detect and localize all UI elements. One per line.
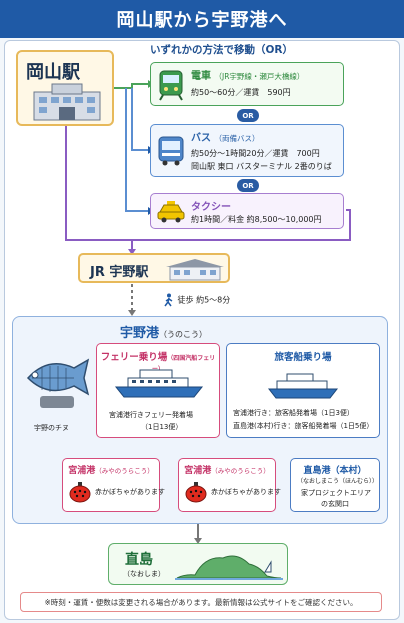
uno-port-title: 宇野港（うのこう）: [120, 326, 208, 341]
train-title: 電車 （JR宇野線・瀬戸大橋線）: [191, 71, 305, 82]
ship-icon: [114, 369, 204, 398]
train-option-card: 電車 （JR宇野線・瀬戸大橋線） 約50～60分／運賃 590円: [150, 62, 344, 106]
ship-icon: [267, 373, 339, 399]
or-badge-2: OR: [237, 179, 259, 192]
naoshima-port-box: 直島港（本村） （なおしまこう（ほんむら）） 家プロジェクトエリア の玄関口: [290, 458, 380, 512]
bus-detail-2: 岡山駅 東口 バスターミナル 2番のりば: [191, 162, 332, 171]
train-detail: 約50～60分／運賃 590円: [191, 88, 291, 97]
miyaura-title-1: 宮浦港（みやのうらこう）: [68, 466, 154, 476]
bus-detail-1: 約50分～1時間20分／運賃 700円: [191, 149, 320, 158]
bus-icon: [158, 136, 184, 166]
miyaura-title-2: 宮浦港（みやのうらこう）: [184, 466, 270, 476]
connector-taxi: [125, 88, 148, 212]
ferry-terminal-box: フェリー乗り場（四国汽船フェリー） 宮浦港行きフェリー発着場 （1日13便）: [96, 343, 220, 438]
passenger-terminal-box: 旅客船乗り場 宮浦港行き：旅客船発着場（1日3便） 直島港(本村)行き：旅客船発…: [226, 343, 380, 438]
miyaura-note-1: 赤かぼちゃがあります: [95, 488, 165, 496]
miyaura-port-box-1: 宮浦港（みやのうらこう） 赤かぼちゃがあります: [62, 458, 165, 512]
jr-uno-label: JR 宇野駅: [90, 265, 149, 280]
connector-bus: [131, 88, 148, 151]
naoshima-port-reading: （なおしまこう（ほんむら））: [297, 478, 379, 485]
naoshima-reading: （なおしま）: [123, 570, 165, 578]
passenger-line-1: 宮浦港行き：旅客船発着場（1日3便）: [233, 409, 354, 417]
island-icon: [175, 555, 283, 580]
connector-to-jr: [65, 126, 351, 241]
station-building-icon: [33, 83, 101, 121]
bus-title: バス （両備バス）: [191, 133, 260, 144]
page-title: 岡山駅から宇野港へ: [0, 0, 404, 38]
naoshima-title: 直島: [125, 552, 153, 568]
jr-uno-station-box: JR 宇野駅: [78, 253, 230, 283]
red-pumpkin-icon: [185, 482, 207, 503]
taxi-title: タクシー: [191, 202, 231, 213]
red-pumpkin-icon: [69, 482, 91, 503]
taxi-option-card: タクシー 約1時間／料金 約8,500～10,000円: [150, 193, 344, 229]
connector-train: [114, 83, 148, 89]
taxi-icon: [157, 201, 185, 223]
miyaura-port-box-2: 宮浦港（みやのうらこう） 赤かぼちゃがあります: [178, 458, 281, 512]
naoshima-port-title: 直島港（本村）: [303, 466, 367, 476]
footnote: ※時刻・運賃・便数は変更される場合があります。最新情報は公式サイトをご確認くださ…: [20, 592, 382, 612]
naoshima-port-note-2: の玄関口: [321, 500, 349, 508]
bus-option-card: バス （両備バス） 約50分～1時間20分／運賃 700円 岡山駅 東口 バスタ…: [150, 124, 344, 177]
naoshima-port-note-1: 家プロジェクトエリア: [301, 489, 371, 497]
station-building-icon: [166, 259, 224, 281]
walk-text: 徒歩 約5～8分: [177, 295, 231, 305]
okayama-station-box: 岡山駅: [16, 50, 114, 126]
walking-person-icon: [164, 293, 173, 307]
walk-info: 徒歩 約5～8分: [163, 293, 230, 307]
train-icon: [159, 70, 183, 101]
passenger-title: 旅客船乗り場: [274, 352, 332, 363]
taxi-detail: 約1時間／料金 約8,500～10,000円: [191, 215, 322, 224]
okayama-station-label: 岡山駅: [26, 62, 80, 83]
or-badge-1: OR: [237, 109, 259, 122]
methods-heading: いずれかの方法で移動（OR）: [150, 44, 294, 56]
passenger-line-2: 直島港(本村)行き：旅客船発着場（1日5便）: [233, 422, 374, 430]
fish-statue-label: 宇野のチヌ: [34, 424, 69, 432]
fish-sculpture-icon: [26, 358, 90, 408]
ferry-line-2: （1日13便）: [141, 423, 183, 431]
ferry-line-1: 宮浦港行きフェリー発着場: [109, 411, 193, 419]
naoshima-island-box: 直島 （なおしま）: [108, 543, 288, 585]
miyaura-note-2: 赤かぼちゃがあります: [211, 488, 281, 496]
